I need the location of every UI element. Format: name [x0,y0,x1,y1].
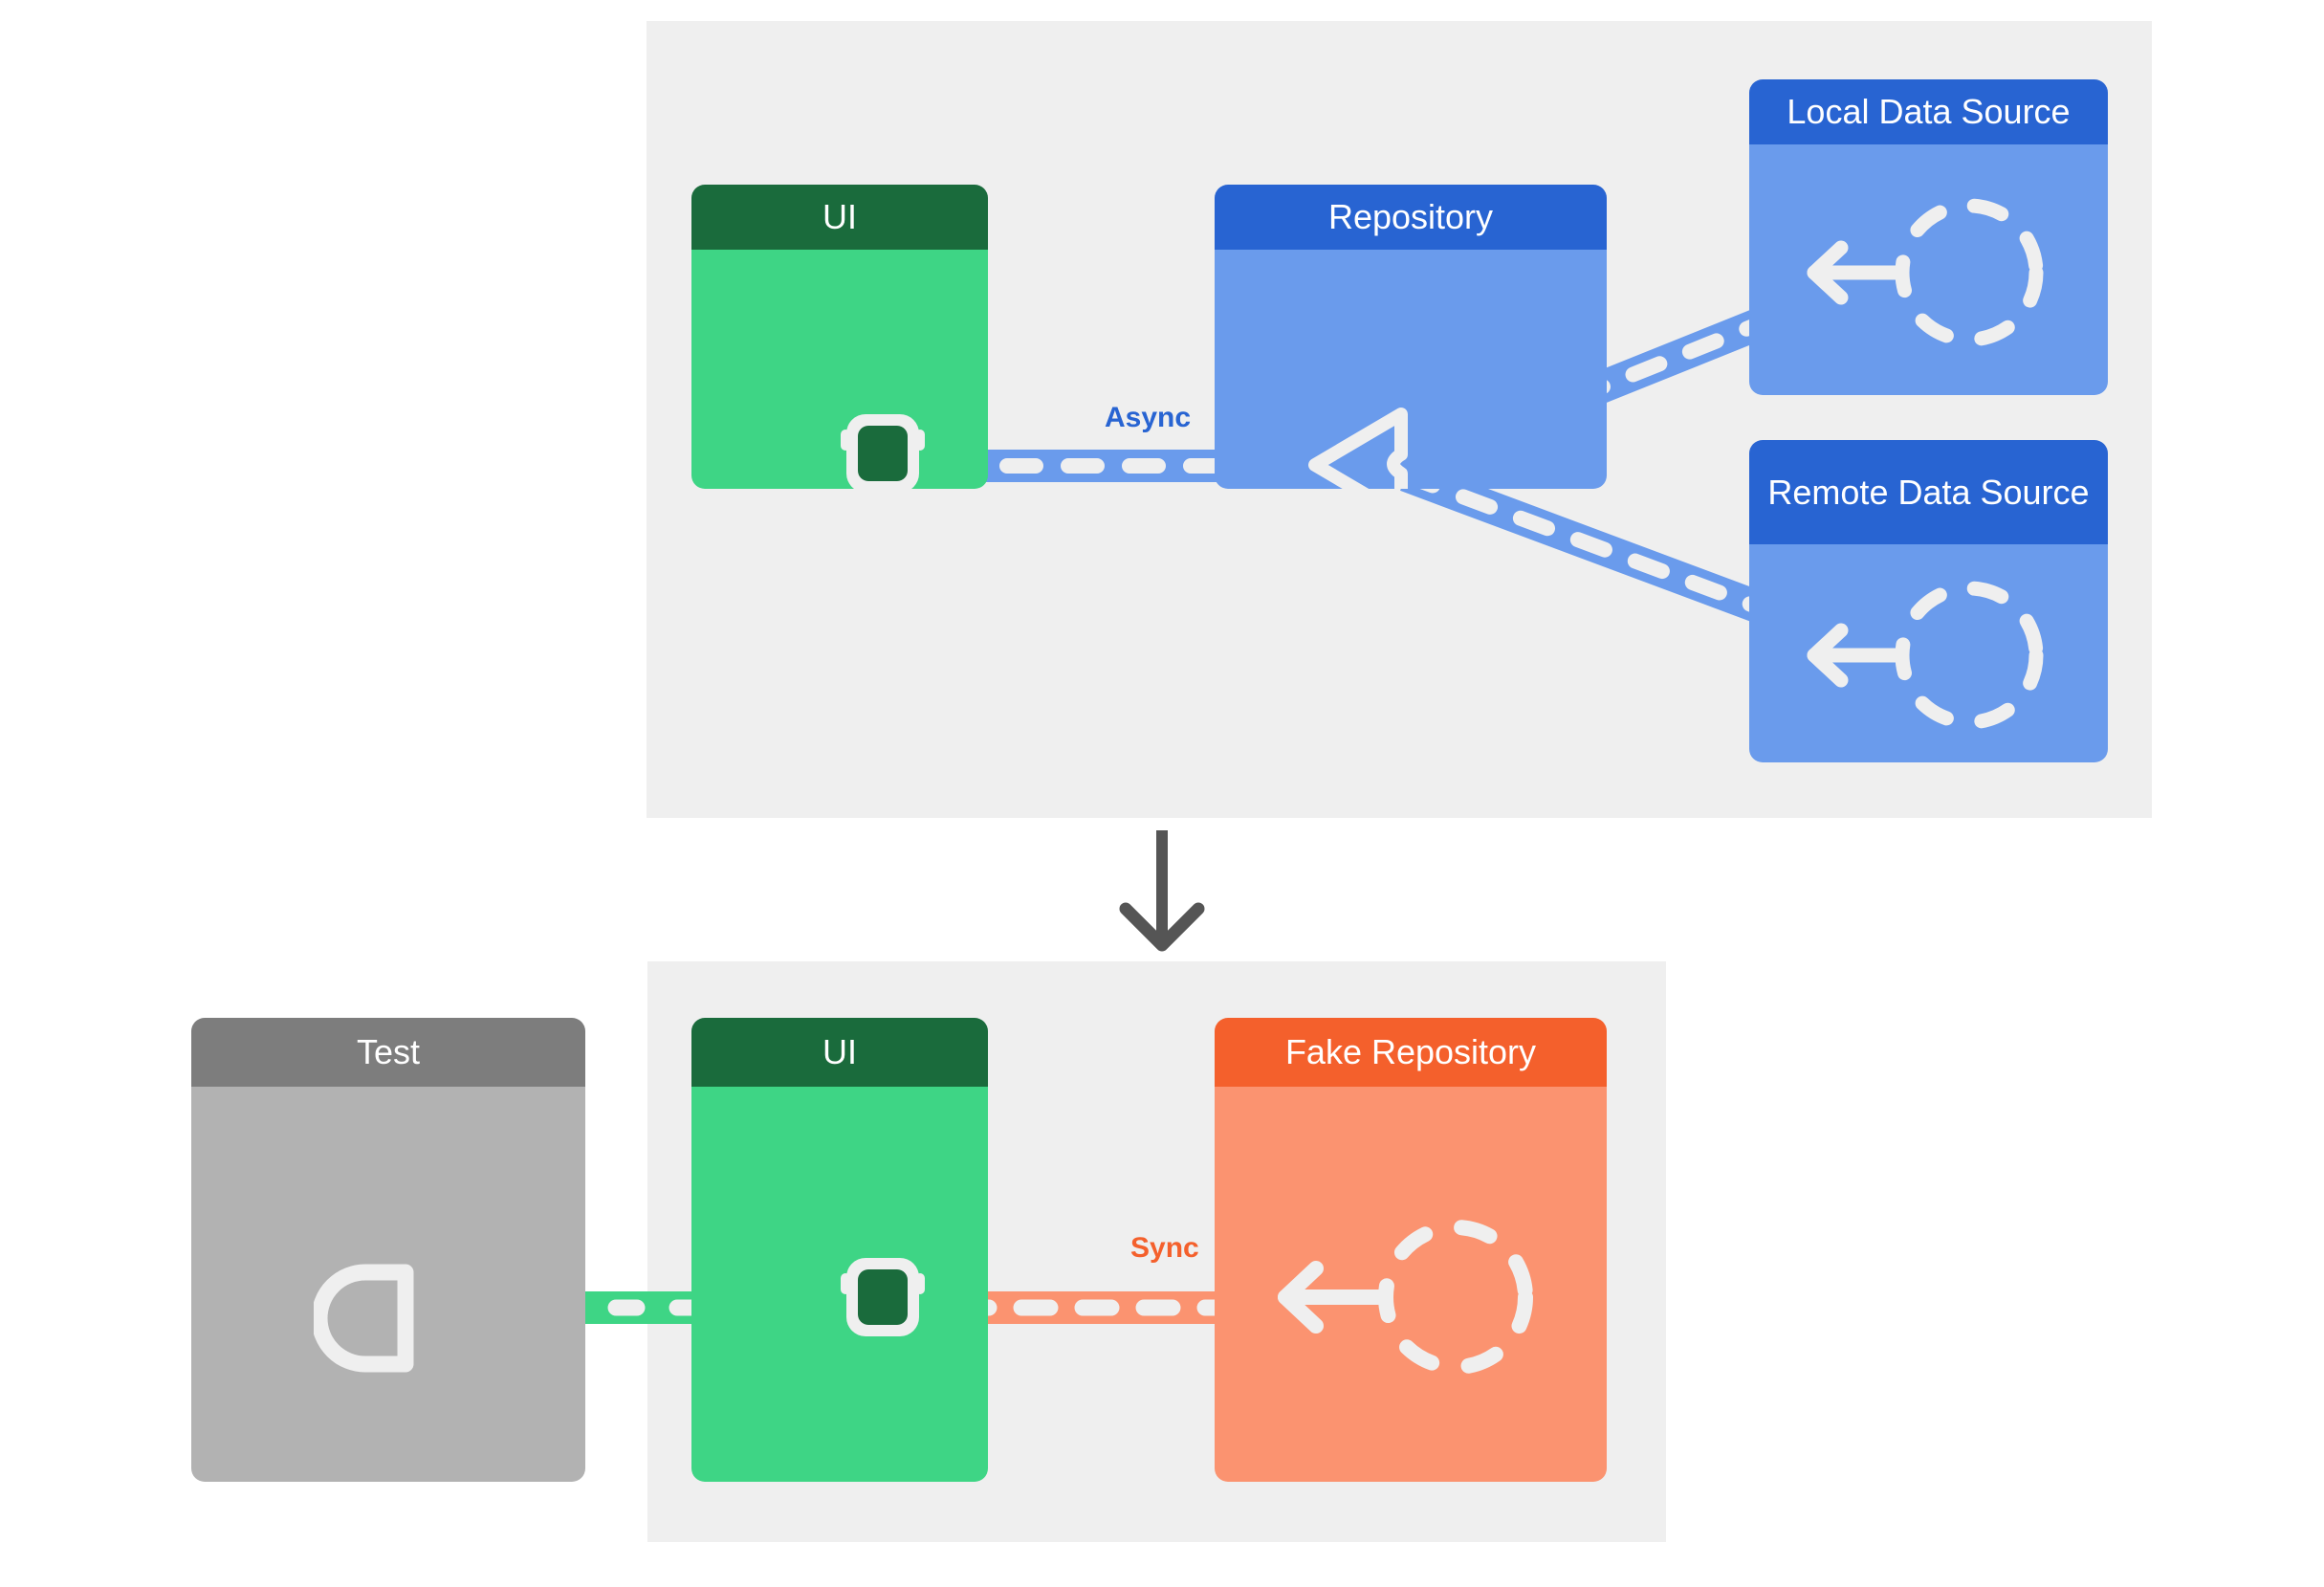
local-data-source-box[interactable]: Local Data Source [1749,79,2108,395]
arrow-left-icon [1807,240,1906,305]
async-edge-label: Async [1105,402,1192,433]
dashed-circle-icon [1378,1220,1533,1375]
merge-triangle-icon [1308,408,1408,489]
down-arrow-icon [1119,830,1205,952]
ui-box-title-test: UI [691,1018,988,1087]
ui-box-body [691,250,988,489]
remote-data-source-body [1749,544,2108,762]
remote-data-source-box[interactable]: Remote Data Source [1749,440,2108,762]
ui-box-body-test [691,1087,988,1482]
ui-box-test[interactable]: UI [691,1018,988,1482]
fake-repository-body [1215,1087,1607,1482]
test-box[interactable]: Test [191,1018,585,1482]
dashed-circle-icon [1895,198,2044,347]
repository-box-body [1215,250,1607,489]
local-data-source-title: Local Data Source [1749,79,2108,144]
remote-data-source-title: Remote Data Source [1749,440,2108,544]
remote-data-source-icons [1807,581,2044,730]
local-data-source-icons [1807,198,2044,347]
plug-connector-icon [841,414,925,489]
plug-connector-icon [841,1258,925,1336]
dashed-circle-icon [1895,581,2044,730]
arrow-left-icon [1278,1261,1387,1334]
fake-repository-icons [1278,1220,1533,1375]
socket-receptacle-icon [314,1264,414,1373]
repository-box-title: Repository [1215,185,1607,250]
ui-box-title: UI [691,185,988,250]
ui-box-production[interactable]: UI [691,185,988,489]
local-data-source-body [1749,144,2108,395]
fake-repository-box[interactable]: Fake Repository [1215,1018,1607,1482]
sync-edge-label: Sync [1130,1232,1199,1264]
arrow-left-icon [1807,623,1906,688]
test-box-title: Test [191,1018,585,1087]
repository-box[interactable]: Repository [1215,185,1607,489]
fake-repository-title: Fake Repository [1215,1018,1607,1087]
test-box-body [191,1087,585,1482]
